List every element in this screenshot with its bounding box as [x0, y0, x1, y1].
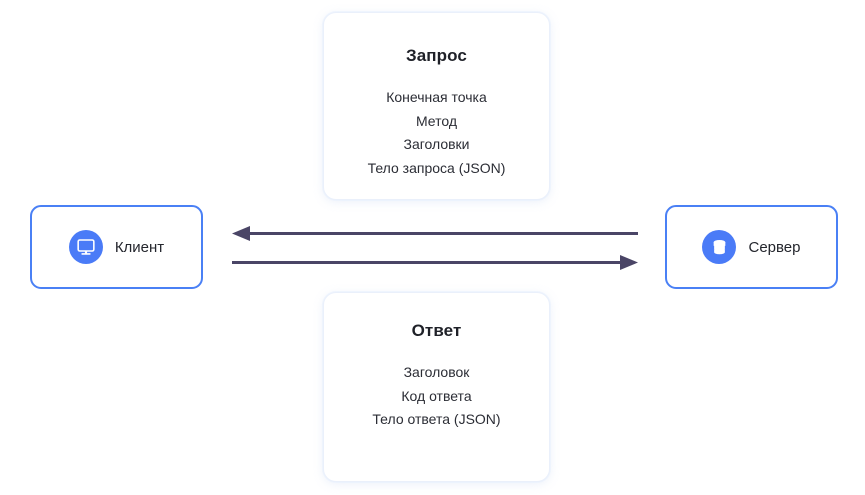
client-node[interactable]: Клиент: [30, 205, 203, 289]
response-panel-title: Ответ: [411, 321, 462, 340]
response-panel-body: Заголовок Код ответа Тело ответа (JSON): [324, 361, 549, 432]
request-panel-body: Конечная точка Метод Заголовки Тело запр…: [324, 86, 549, 180]
server-node-label: Сервер: [748, 238, 801, 256]
request-line-headers: Заголовки: [403, 136, 470, 152]
server-node[interactable]: Сервер: [665, 205, 838, 289]
client-node-content: Клиент: [68, 230, 165, 264]
response-line-status-code: Код ответа: [401, 387, 472, 404]
request-panel: Запрос Конечная точка Метод Заголовки Те…: [323, 12, 550, 200]
client-node-label: Клиент: [114, 238, 165, 256]
request-line-endpoint: Конечная точка: [386, 89, 487, 105]
server-node-content: Сервер: [702, 230, 801, 264]
response-arrow: [232, 226, 638, 241]
monitor-icon: [68, 230, 103, 264]
request-line-method: Метод: [415, 112, 458, 129]
response-line-body: Тело ответа (JSON): [372, 411, 501, 427]
request-arrow: [232, 255, 638, 270]
request-panel-title: Запрос: [406, 46, 467, 65]
request-line-body: Тело запроса (JSON): [367, 159, 506, 176]
database-icon: [702, 230, 737, 264]
response-line-header: Заголовок: [403, 364, 470, 380]
response-panel: Ответ Заголовок Код ответа Тело ответа (…: [323, 292, 550, 482]
